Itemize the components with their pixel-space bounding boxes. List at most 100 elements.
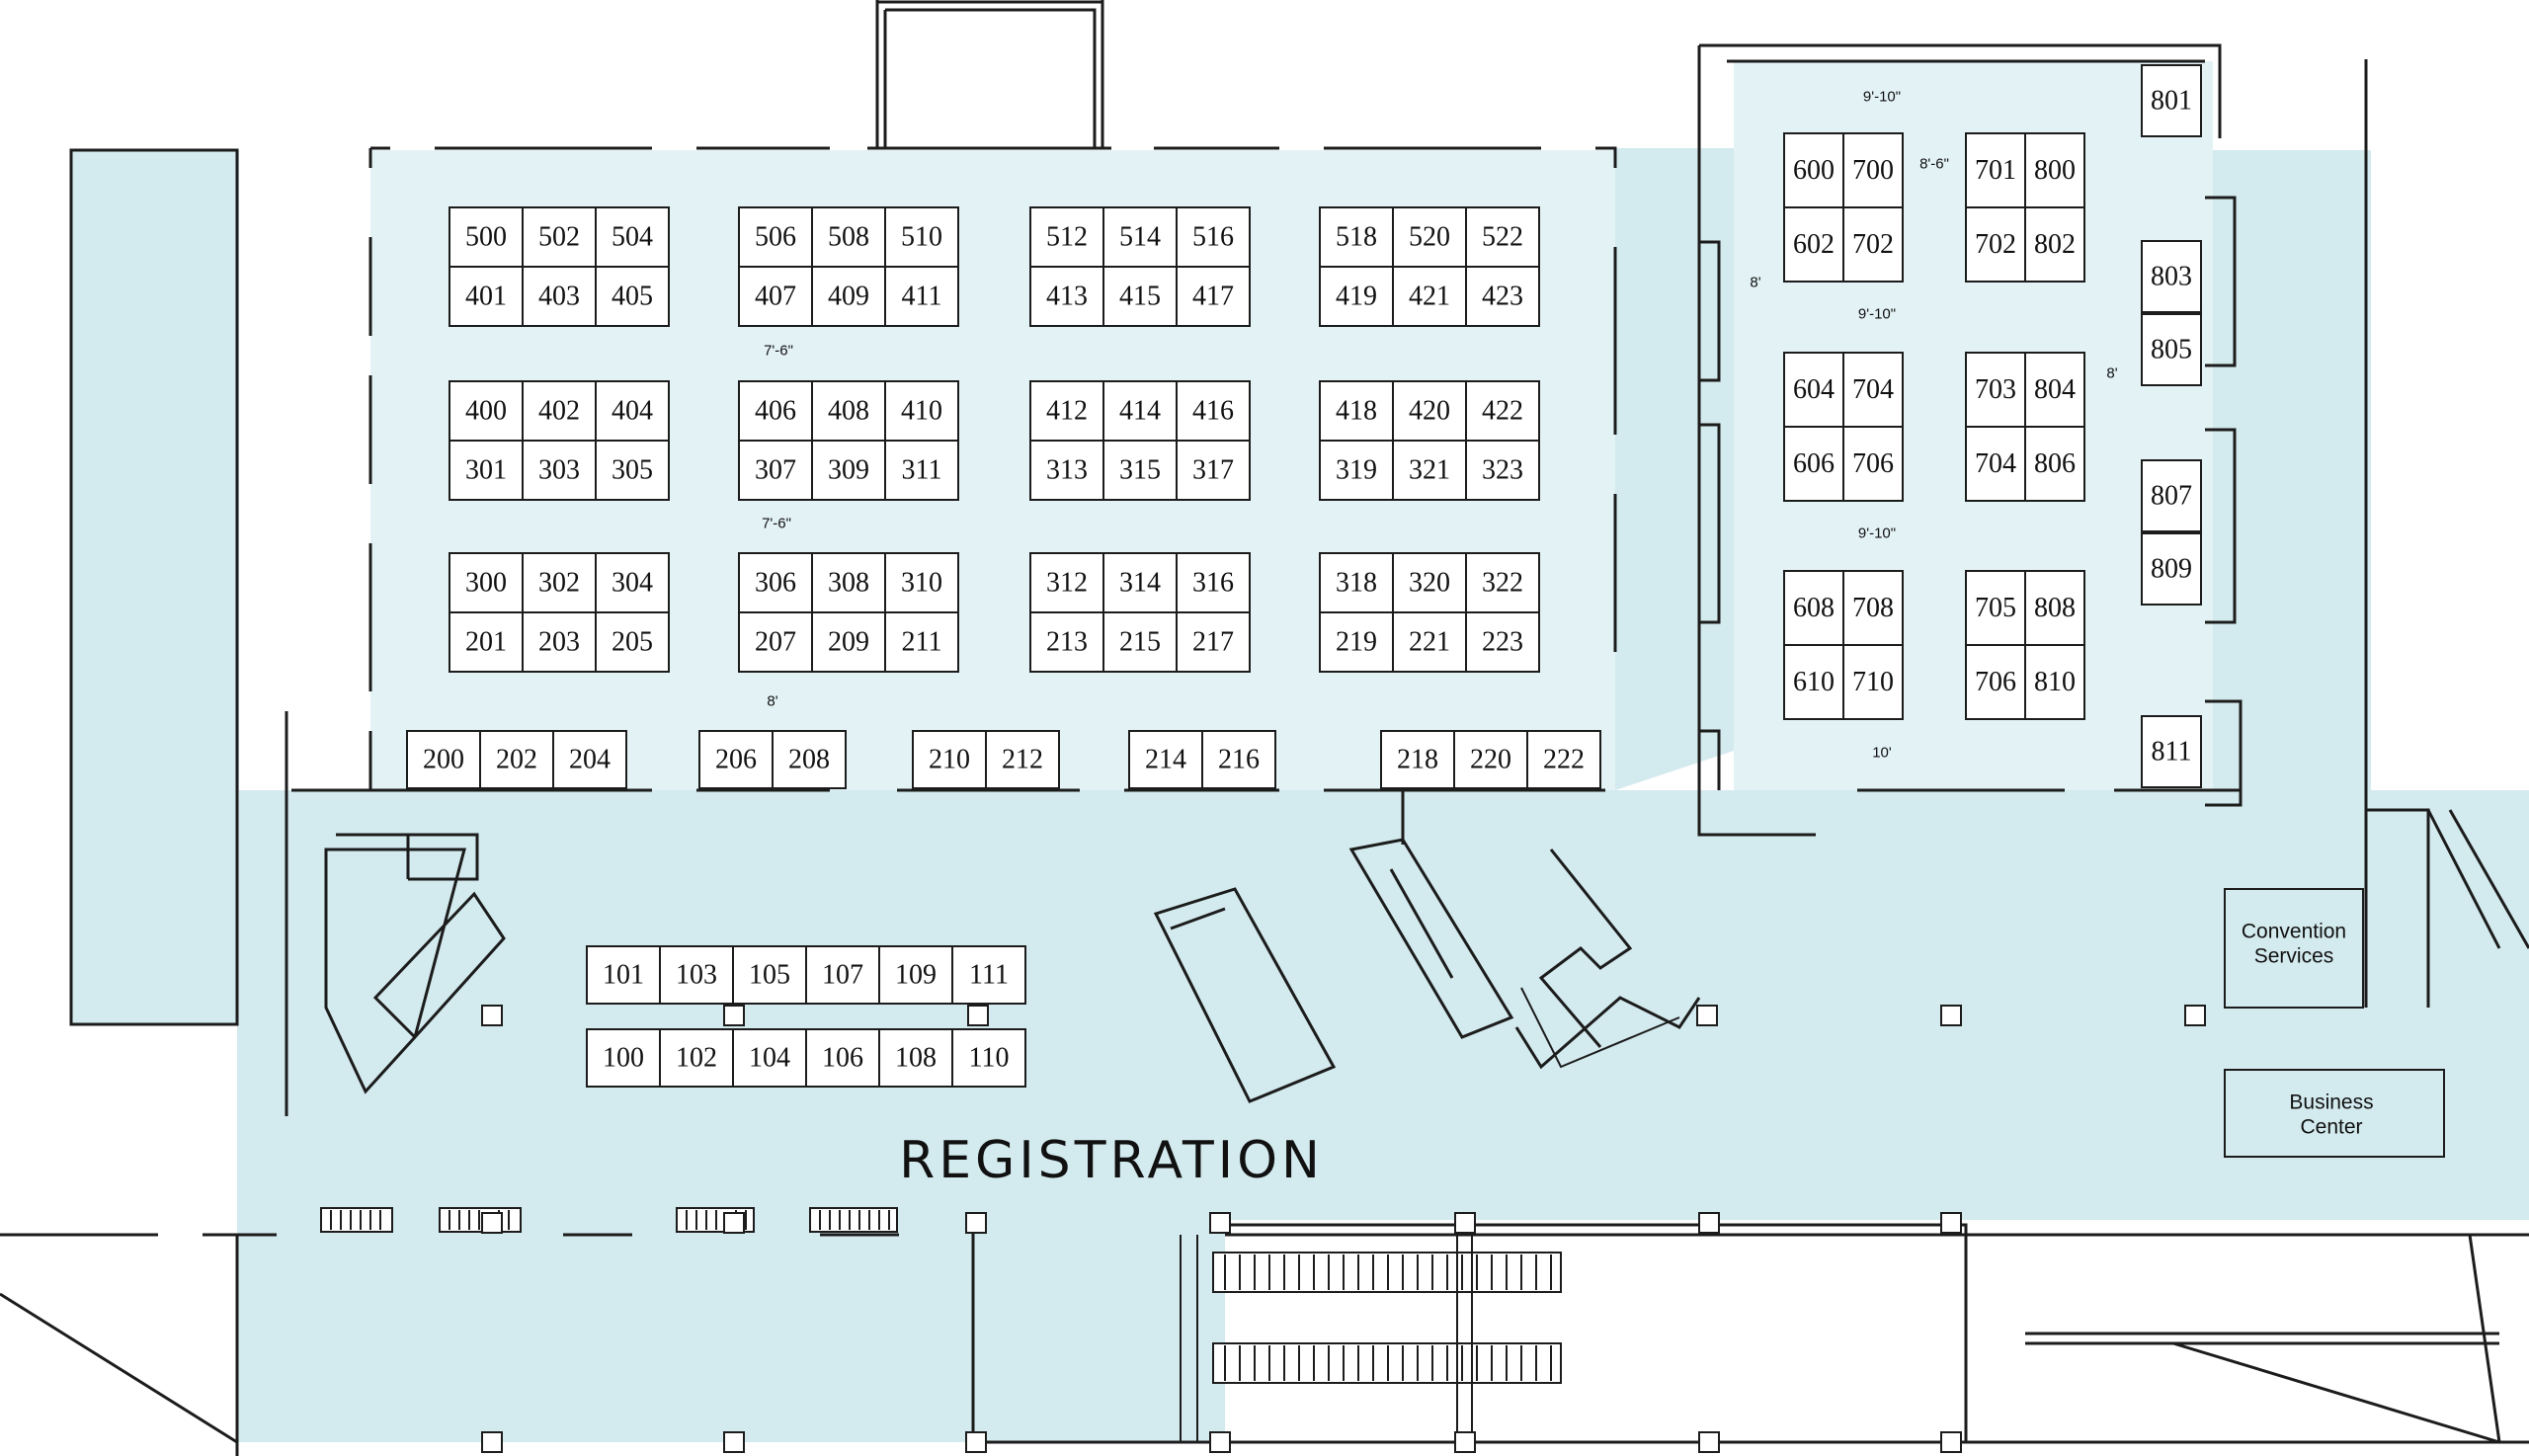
booth[interactable]: 215 — [1102, 611, 1178, 673]
booth[interactable]: 604 — [1783, 352, 1844, 428]
booth[interactable]: 807 — [2141, 459, 2202, 532]
booth[interactable]: 805 — [2141, 313, 2202, 386]
booth[interactable]: 809 — [2141, 532, 2202, 606]
booth[interactable]: 222 — [1526, 730, 1601, 789]
booth[interactable]: 301 — [449, 440, 524, 501]
booth[interactable]: 218 — [1380, 730, 1455, 789]
booth[interactable]: 407 — [738, 266, 813, 327]
booth[interactable]: 314 — [1102, 552, 1178, 613]
booth[interactable]: 210 — [912, 730, 987, 789]
booth[interactable]: 418 — [1319, 380, 1394, 442]
booth[interactable]: 214 — [1128, 730, 1203, 789]
booth[interactable]: 408 — [811, 380, 886, 442]
booth[interactable]: 417 — [1176, 266, 1251, 327]
booth[interactable]: 608 — [1783, 570, 1844, 646]
booth[interactable]: 421 — [1392, 266, 1467, 327]
booth[interactable]: 101 — [586, 945, 661, 1005]
booth[interactable]: 423 — [1465, 266, 1540, 327]
booth[interactable]: 602 — [1783, 206, 1844, 283]
booth[interactable]: 310 — [884, 552, 959, 613]
booth[interactable]: 702 — [1842, 206, 1904, 283]
booth[interactable]: 606 — [1783, 426, 1844, 502]
booth[interactable]: 403 — [522, 266, 597, 327]
booth[interactable]: 220 — [1453, 730, 1528, 789]
booth[interactable]: 610 — [1783, 644, 1844, 720]
booth[interactable]: 401 — [449, 266, 524, 327]
booth[interactable]: 104 — [732, 1028, 807, 1088]
booth[interactable]: 508 — [811, 206, 886, 268]
booth[interactable]: 422 — [1465, 380, 1540, 442]
booth[interactable]: 510 — [884, 206, 959, 268]
booth[interactable]: 302 — [522, 552, 597, 613]
booth[interactable]: 400 — [449, 380, 524, 442]
booth[interactable]: 801 — [2141, 64, 2202, 137]
booth[interactable]: 107 — [805, 945, 880, 1005]
booth[interactable]: 516 — [1176, 206, 1251, 268]
booth[interactable]: 106 — [805, 1028, 880, 1088]
booth[interactable]: 321 — [1392, 440, 1467, 501]
booth[interactable]: 502 — [522, 206, 597, 268]
booth[interactable]: 221 — [1392, 611, 1467, 673]
booth[interactable]: 512 — [1029, 206, 1104, 268]
booth[interactable]: 404 — [595, 380, 670, 442]
booth[interactable]: 109 — [878, 945, 953, 1005]
booth[interactable]: 207 — [738, 611, 813, 673]
booth[interactable]: 700 — [1842, 132, 1904, 208]
booth[interactable]: 211 — [884, 611, 959, 673]
booth[interactable]: 704 — [1965, 426, 2026, 502]
booth[interactable]: 415 — [1102, 266, 1178, 327]
booth[interactable]: 506 — [738, 206, 813, 268]
booth[interactable]: 420 — [1392, 380, 1467, 442]
booth[interactable]: 201 — [449, 611, 524, 673]
booth[interactable]: 800 — [2024, 132, 2085, 208]
booth[interactable]: 315 — [1102, 440, 1178, 501]
booth[interactable]: 514 — [1102, 206, 1178, 268]
booth[interactable]: 419 — [1319, 266, 1394, 327]
booth[interactable]: 806 — [2024, 426, 2085, 502]
booth[interactable]: 100 — [586, 1028, 661, 1088]
booth[interactable]: 312 — [1029, 552, 1104, 613]
booth[interactable]: 223 — [1465, 611, 1540, 673]
booth[interactable]: 202 — [479, 730, 554, 789]
booth[interactable]: 504 — [595, 206, 670, 268]
booth[interactable]: 200 — [406, 730, 481, 789]
booth[interactable]: 206 — [698, 730, 774, 789]
booth[interactable]: 304 — [595, 552, 670, 613]
booth[interactable]: 808 — [2024, 570, 2085, 646]
booth[interactable]: 412 — [1029, 380, 1104, 442]
booth[interactable]: 600 — [1783, 132, 1844, 208]
booth[interactable]: 706 — [1842, 426, 1904, 502]
booth[interactable]: 520 — [1392, 206, 1467, 268]
booth[interactable]: 309 — [811, 440, 886, 501]
booth[interactable]: 320 — [1392, 552, 1467, 613]
booth[interactable]: 323 — [1465, 440, 1540, 501]
booth[interactable]: 710 — [1842, 644, 1904, 720]
booth[interactable]: 110 — [951, 1028, 1026, 1088]
booth[interactable]: 322 — [1465, 552, 1540, 613]
booth[interactable]: 204 — [552, 730, 627, 789]
booth[interactable]: 111 — [951, 945, 1026, 1005]
booth[interactable]: 317 — [1176, 440, 1251, 501]
booth[interactable]: 316 — [1176, 552, 1251, 613]
booth[interactable]: 413 — [1029, 266, 1104, 327]
booth[interactable]: 703 — [1965, 352, 2026, 428]
booth[interactable]: 108 — [878, 1028, 953, 1088]
booth[interactable]: 500 — [449, 206, 524, 268]
booth[interactable]: 212 — [985, 730, 1060, 789]
booth[interactable]: 802 — [2024, 206, 2085, 283]
booth[interactable]: 518 — [1319, 206, 1394, 268]
booth[interactable]: 208 — [772, 730, 847, 789]
booth[interactable]: 405 — [595, 266, 670, 327]
booth[interactable]: 414 — [1102, 380, 1178, 442]
booth[interactable]: 306 — [738, 552, 813, 613]
booth[interactable]: 217 — [1176, 611, 1251, 673]
booth[interactable]: 804 — [2024, 352, 2085, 428]
booth[interactable]: 319 — [1319, 440, 1394, 501]
booth[interactable]: 411 — [884, 266, 959, 327]
booth[interactable]: 705 — [1965, 570, 2026, 646]
booth[interactable]: 203 — [522, 611, 597, 673]
booth[interactable]: 701 — [1965, 132, 2026, 208]
booth[interactable]: 300 — [449, 552, 524, 613]
booth[interactable]: 706 — [1965, 644, 2026, 720]
booth[interactable]: 702 — [1965, 206, 2026, 283]
